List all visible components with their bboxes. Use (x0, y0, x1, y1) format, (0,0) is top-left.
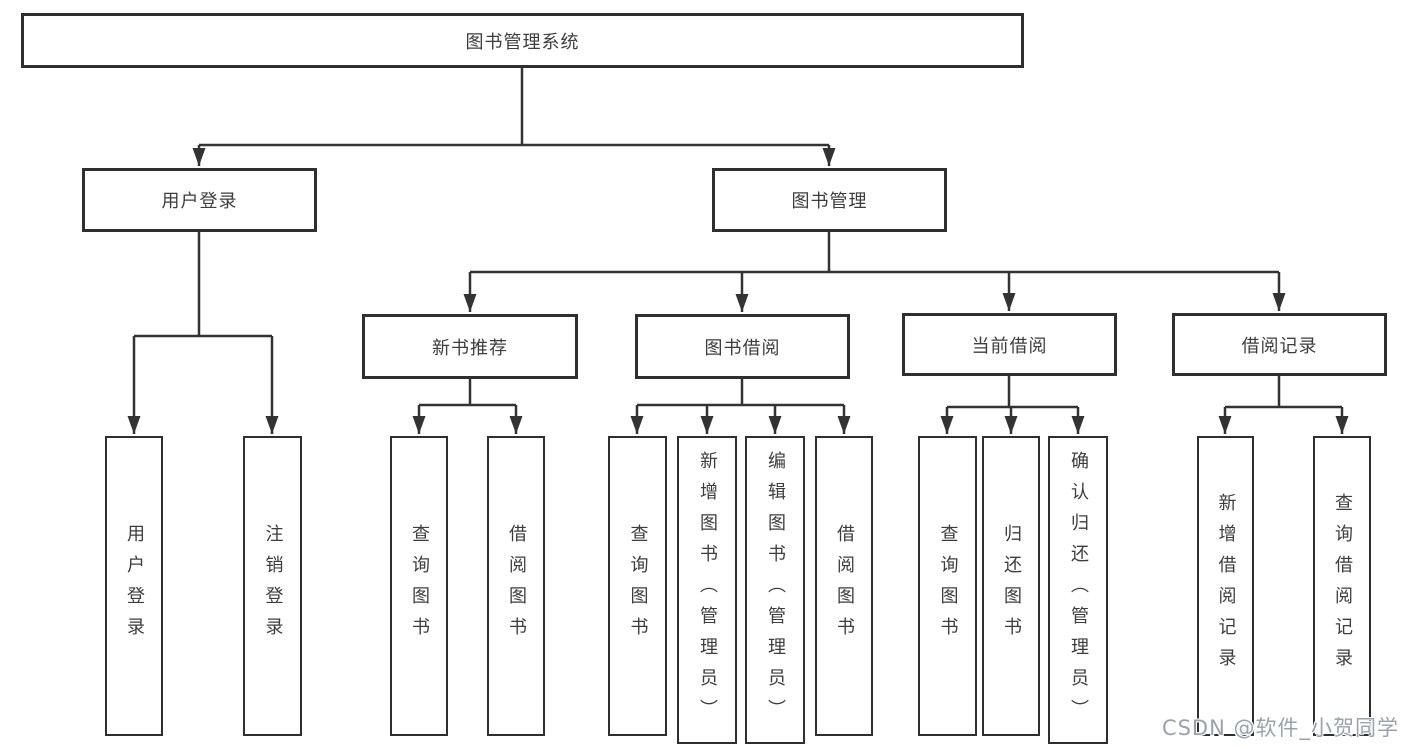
leaf-borrow-books-label: 借阅图书 (834, 524, 855, 648)
leaf-add-books-admin-label: 新增图书（管理员） (697, 450, 718, 730)
leaf-edit-books-admin-label: 编辑图书（管理员） (765, 450, 786, 730)
leaf-borrow-books: 借阅图书 (815, 436, 873, 736)
leaf-borrow-query-books-label: 查询图书 (627, 524, 649, 648)
leaf-add-borrow-record: 新增借阅记录 (1197, 436, 1254, 736)
node-book-borrow: 图书借阅 (635, 314, 850, 379)
node-new-book-rec: 新书推荐 (362, 314, 578, 379)
leaf-logout: 注销登录 (243, 436, 302, 736)
leaf-rec-borrow-books: 借阅图书 (487, 436, 545, 736)
leaf-current-query-books: 查询图书 (918, 436, 977, 736)
node-book-mgmt: 图书管理 (712, 168, 947, 232)
node-new-book-rec-label: 新书推荐 (432, 337, 508, 359)
node-book-borrow-label: 图书借阅 (704, 337, 781, 359)
leaf-current-query-books-label: 查询图书 (937, 524, 959, 648)
leaf-rec-query-books: 查询图书 (390, 436, 448, 736)
leaf-borrow-query-books: 查询图书 (608, 436, 667, 736)
node-user-login-label: 用户登录 (161, 191, 238, 212)
leaf-rec-borrow-books-label: 借阅图书 (506, 524, 527, 648)
leaf-add-books-admin: 新增图书（管理员） (677, 436, 737, 744)
node-current-borrow-label: 当前借阅 (971, 335, 1048, 357)
leaf-confirm-return-admin: 确认归还（管理员） (1048, 436, 1108, 744)
leaf-add-borrow-record-label: 新增借阅记录 (1215, 493, 1237, 679)
leaf-user-login-label: 用户登录 (124, 524, 145, 648)
leaf-logout-label: 注销登录 (262, 524, 284, 648)
leaf-confirm-return-admin-label: 确认归还（管理员） (1068, 450, 1089, 730)
leaf-edit-books-admin: 编辑图书（管理员） (745, 436, 805, 744)
leaf-rec-query-books-label: 查询图书 (409, 524, 430, 648)
node-borrow-records-label: 借阅记录 (1241, 335, 1318, 357)
leaf-user-login: 用户登录 (105, 436, 163, 736)
node-borrow-records: 借阅记录 (1172, 313, 1387, 376)
node-root-label: 图书管理系统 (465, 31, 580, 53)
node-root: 图书管理系统 (21, 13, 1024, 68)
leaf-query-borrow-record-label: 查询借阅记录 (1332, 493, 1353, 679)
leaf-query-borrow-record: 查询借阅记录 (1313, 436, 1371, 736)
leaf-return-books-label: 归还图书 (1001, 524, 1022, 648)
leaf-return-books: 归还图书 (982, 436, 1040, 736)
node-current-borrow: 当前借阅 (902, 313, 1117, 376)
csdn-watermark: CSDN @软件_小贺同学 (1161, 716, 1399, 740)
node-user-login: 用户登录 (82, 168, 317, 232)
node-book-mgmt-label: 图书管理 (791, 191, 868, 212)
